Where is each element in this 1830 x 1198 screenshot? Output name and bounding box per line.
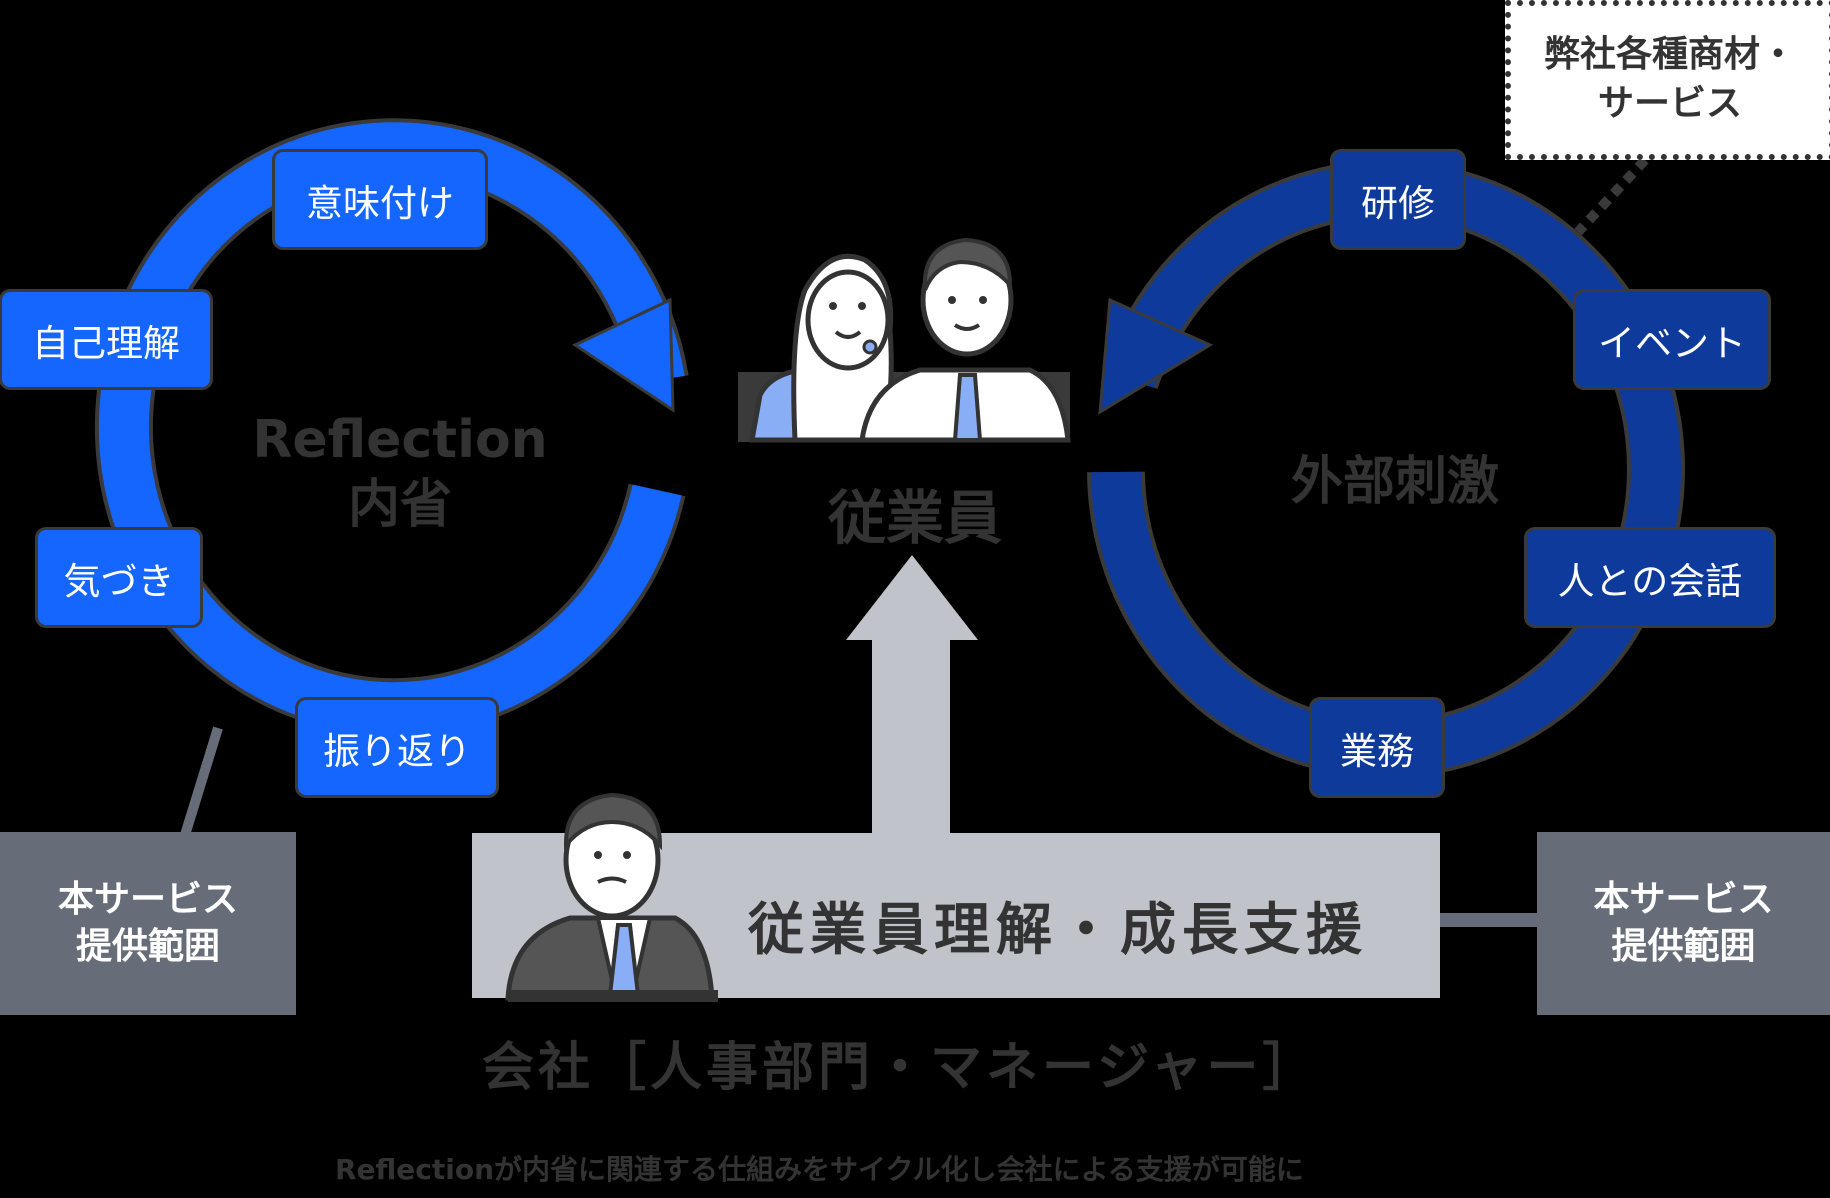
company-products-line2: サービス [1597, 83, 1742, 124]
step-event: イベント [1576, 292, 1768, 387]
up-arrow-icon [846, 555, 978, 835]
caption: Reflectionが内省に関連する仕組みをサイクル化し会社による支援が可能に [335, 1153, 1304, 1186]
step-conversation: 人との会話 [1527, 530, 1773, 625]
reflection-cycle-title: Reflection 内省 [230, 408, 570, 538]
company-products-line1: 弊社各種商材・ [1543, 34, 1796, 76]
support-label: 従業員理解・成長支援 [748, 898, 1368, 963]
external-cycle-title: 外部刺激 [1290, 452, 1499, 512]
reflection-cycle-ring [94, 118, 689, 737]
step-work: 業務 [1312, 700, 1442, 795]
step-awareness: 気づき [38, 530, 200, 625]
reflection-title-ja: 内省 [347, 475, 452, 535]
reflection-title-en: Reflection [252, 410, 548, 470]
step-self-understanding: 自己理解 [2, 292, 210, 387]
service-scope-right: 本サービス 提供範囲 [1537, 832, 1830, 1015]
service-scope-left-line1: 本サービス [57, 878, 238, 920]
service-scope-right-line2: 提供範囲 [1611, 925, 1756, 967]
company-label: 会社［人事部門・マネージャー］ [482, 1038, 1319, 1098]
external-cycle-ring [1087, 160, 1685, 778]
external-arrowhead-icon [1098, 297, 1214, 415]
service-scope-left: 本サービス 提供範囲 [0, 832, 296, 1015]
service-scope-left-line2: 提供範囲 [75, 925, 220, 967]
company-products-box: 弊社各種商材・ サービス [1505, 0, 1830, 160]
employee-label: 従業員 [827, 484, 1002, 552]
connector-left-scope [180, 726, 223, 837]
connector-products [1574, 156, 1649, 236]
step-meaning-making: 意味付け [275, 152, 485, 247]
employees-illustration [738, 237, 1071, 443]
step-looking-back: 振り返り [298, 700, 496, 795]
service-scope-right-line1: 本サービス [1593, 878, 1774, 920]
reflection-arrowhead-icon [571, 297, 675, 413]
step-training: 研修 [1333, 152, 1463, 247]
